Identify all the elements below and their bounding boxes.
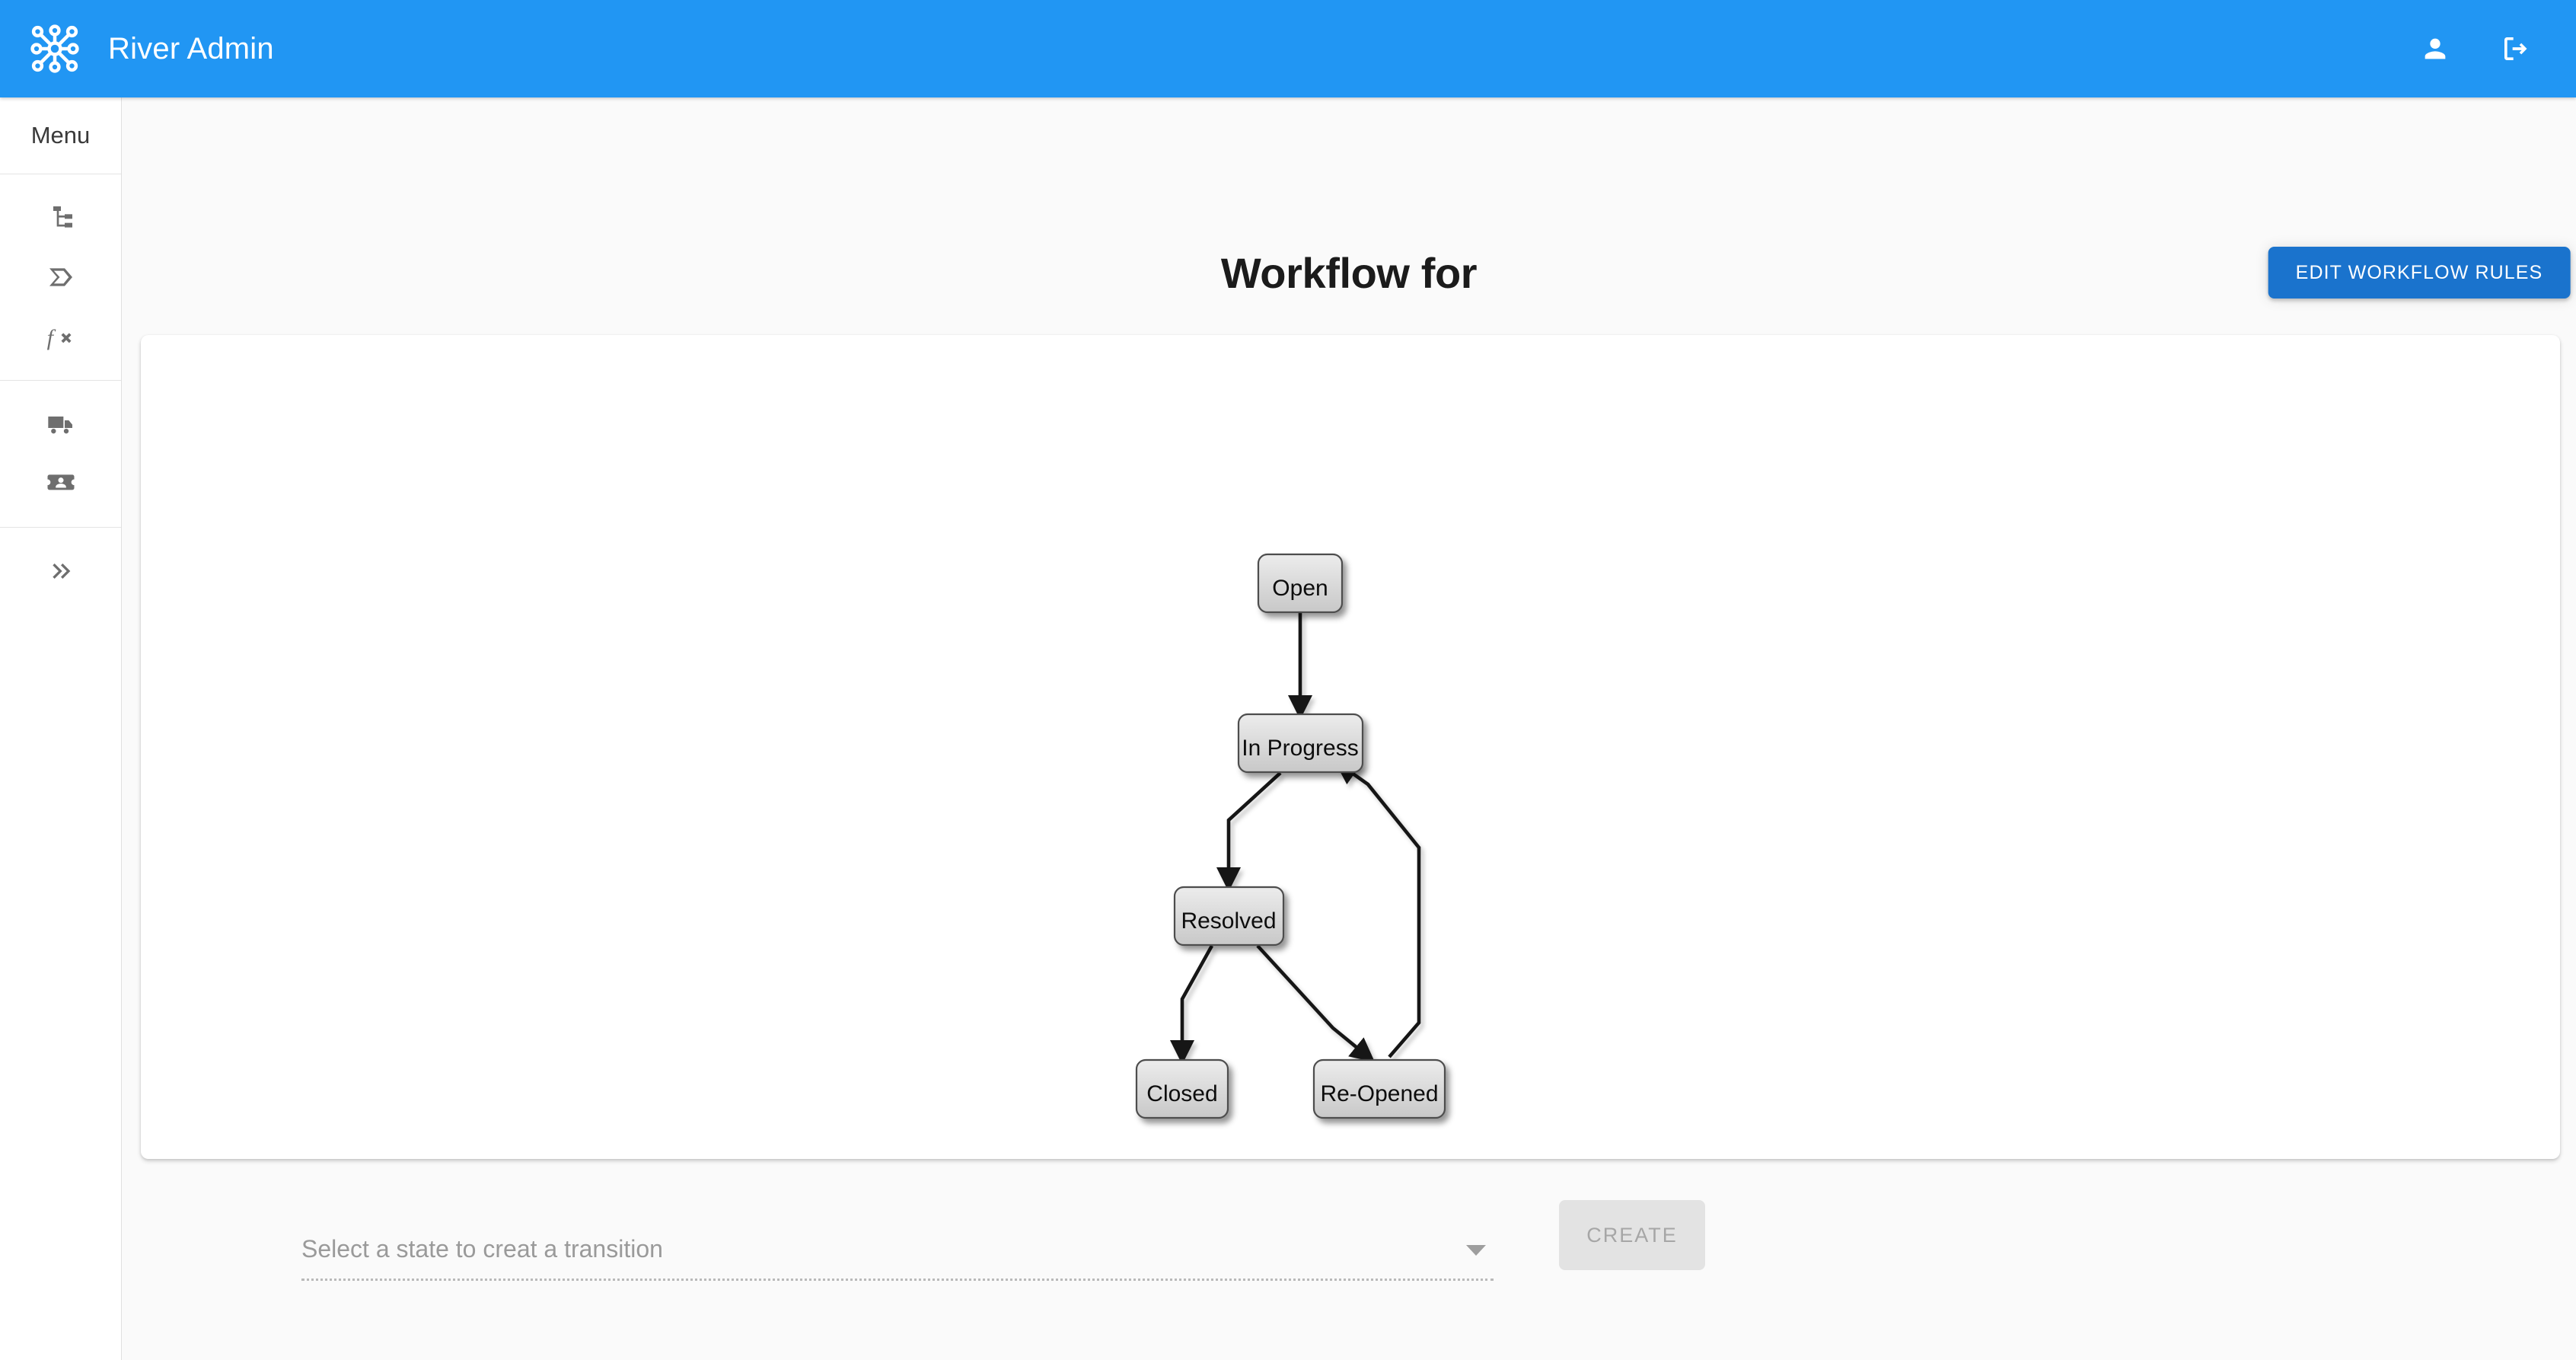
state-tag-arrow-icon (49, 268, 72, 286)
workflow-node-re-opened[interactable]: Re-Opened (1312, 1058, 1446, 1119)
edge-re-opened-to-in-progress (1334, 760, 1421, 1058)
delivery-truck-icon (47, 417, 72, 434)
profile-icon[interactable] (2415, 28, 2456, 69)
sidebar-item-hierarchy[interactable] (0, 188, 121, 247)
page-title: Workflow for (1220, 249, 1478, 297)
workflow-node-resolved[interactable]: Resolved (1173, 886, 1285, 947)
sidebar-item-functions[interactable]: f (0, 307, 121, 366)
create-transition-form: Select a state to creat a transition CRE… (122, 1194, 2576, 1301)
sidebar: Menu f (0, 97, 122, 1360)
sidebar-divider (0, 380, 121, 381)
main-content: Workflow for river_admin_issue_tracker_e… (122, 97, 2576, 1360)
workflow-node-in-progress[interactable]: In Progress (1237, 713, 1364, 774)
sidebar-divider (0, 527, 121, 528)
create-button[interactable]: CREATE (1559, 1200, 1705, 1270)
contact-card-icon (47, 474, 74, 490)
workflow-diagram[interactable]: Open In Progress Resolved Closed Re-Open (141, 335, 2560, 1159)
workflow-node-label: In Progress (1242, 736, 1358, 761)
edge-resolved-to-re-opened (1256, 944, 1376, 1063)
edge-in-progress-to-resolved (1216, 771, 1282, 892)
sidebar-group-expand (0, 528, 121, 615)
sidebar-item-contacts[interactable] (0, 454, 121, 513)
sidebar-item-shipping[interactable] (0, 394, 121, 454)
workflow-node-closed[interactable]: Closed (1135, 1058, 1229, 1119)
chevron-down-icon (1466, 1245, 1486, 1256)
brand-title: River Admin (108, 31, 274, 65)
workflow-edges (1169, 611, 1421, 1065)
workflow-node-label: Closed (1146, 1081, 1217, 1106)
sidebar-header: Menu (30, 122, 91, 148)
double-chevron-right-icon (52, 563, 70, 579)
sidebar-group-primary: f (0, 174, 121, 380)
workflow-node-label: Re-Opened (1320, 1081, 1438, 1106)
workflow-node-open[interactable]: Open (1257, 553, 1344, 614)
workflow-nodes: Open In Progress Resolved Closed Re-Open (1135, 553, 1446, 1119)
state-select[interactable]: Select a state to creat a transition (301, 1215, 1494, 1281)
hierarchy-tree-icon (53, 206, 72, 228)
function-fx-icon: f (46, 325, 71, 350)
sidebar-item-states[interactable] (0, 247, 121, 307)
river-network-logo-icon (30, 24, 79, 73)
logout-icon[interactable] (2495, 28, 2536, 69)
workflow-node-label: Open (1272, 576, 1328, 601)
svg-text:f: f (46, 325, 56, 350)
sidebar-item-expand[interactable] (0, 541, 121, 601)
workflow-graph-card: Open In Progress Resolved Closed Re-Open (141, 335, 2560, 1159)
state-select-placeholder: Select a state to creat a transition (301, 1235, 663, 1263)
edge-resolved-to-closed (1169, 944, 1214, 1065)
workflow-node-label: Resolved (1181, 908, 1276, 934)
sidebar-group-secondary (0, 381, 121, 527)
app-bar: River Admin (0, 0, 2576, 97)
edit-workflow-rules-button[interactable]: EDIT WORKFLOW RULES (2268, 247, 2571, 298)
